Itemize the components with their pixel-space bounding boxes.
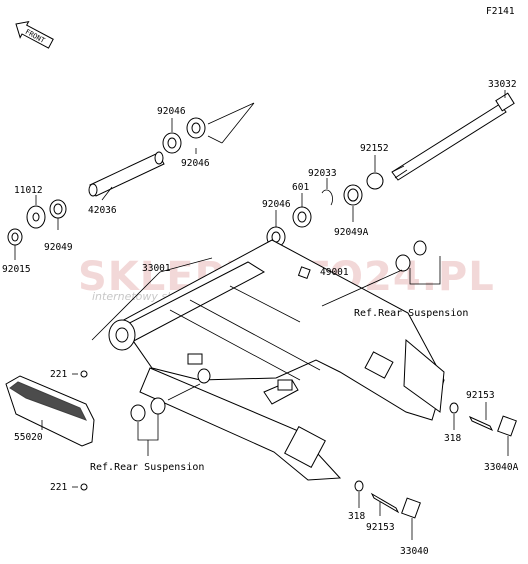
bolt-221-lower: [80, 483, 88, 491]
label-33032: 33032: [488, 79, 517, 90]
swingarm-33001: [108, 239, 445, 481]
circlip-92033: [321, 189, 333, 206]
label-92046-b: 92046: [181, 158, 210, 169]
label-42036: 42036: [88, 205, 117, 216]
label-92046-a: 92046: [157, 106, 186, 117]
chain-guard-55020: [5, 375, 95, 447]
label-601: 601: [292, 182, 309, 193]
adjuster-33040A-set: [449, 402, 517, 437]
ref-rear-suspension-lower: Ref.Rear Suspension: [90, 462, 204, 473]
suspension-collar-upper: [395, 240, 427, 272]
collar-92152: [366, 172, 384, 190]
label-49001: 49001: [320, 267, 349, 278]
suspension-collar-lower: [130, 397, 166, 422]
axle-sleeve-42036: [88, 151, 165, 197]
label-33040: 33040: [400, 546, 429, 557]
bushing-92049: [49, 199, 67, 219]
label-33040A: 33040A: [484, 462, 519, 473]
washer-11012: [26, 205, 46, 229]
bolt-221-upper: [80, 370, 88, 378]
label-92015: 92015: [2, 264, 31, 275]
label-11012: 11012: [14, 185, 43, 196]
label-92046-c: 92046: [262, 199, 291, 210]
cap-92015: [7, 228, 23, 246]
label-221-lower: 221: [50, 482, 67, 493]
label-92049: 92049: [44, 242, 73, 253]
adjuster-33040-set: [354, 480, 421, 519]
bearing-601: [292, 206, 312, 228]
seal-92049A: [343, 184, 363, 206]
ref-rear-suspension-upper: Ref.Rear Suspension: [354, 308, 468, 319]
front-arrow-icon: FRONT: [15, 20, 54, 49]
label-318-b: 318: [348, 511, 365, 522]
label-92153-a: 92153: [466, 390, 495, 401]
figure-code: F2141: [486, 6, 515, 17]
label-318-a: 318: [444, 433, 461, 444]
bearing-pair-upper: [162, 117, 206, 154]
label-92152: 92152: [360, 143, 389, 154]
label-92033: 92033: [308, 168, 337, 179]
pivot-shaft-33032: [391, 92, 515, 181]
label-92153-b: 92153: [366, 522, 395, 533]
ring-49001: [297, 266, 311, 280]
label-55020: 55020: [14, 432, 43, 443]
label-221-upper: 221: [50, 369, 67, 380]
label-92049A: 92049A: [334, 227, 369, 238]
label-33001: 33001: [142, 263, 171, 274]
